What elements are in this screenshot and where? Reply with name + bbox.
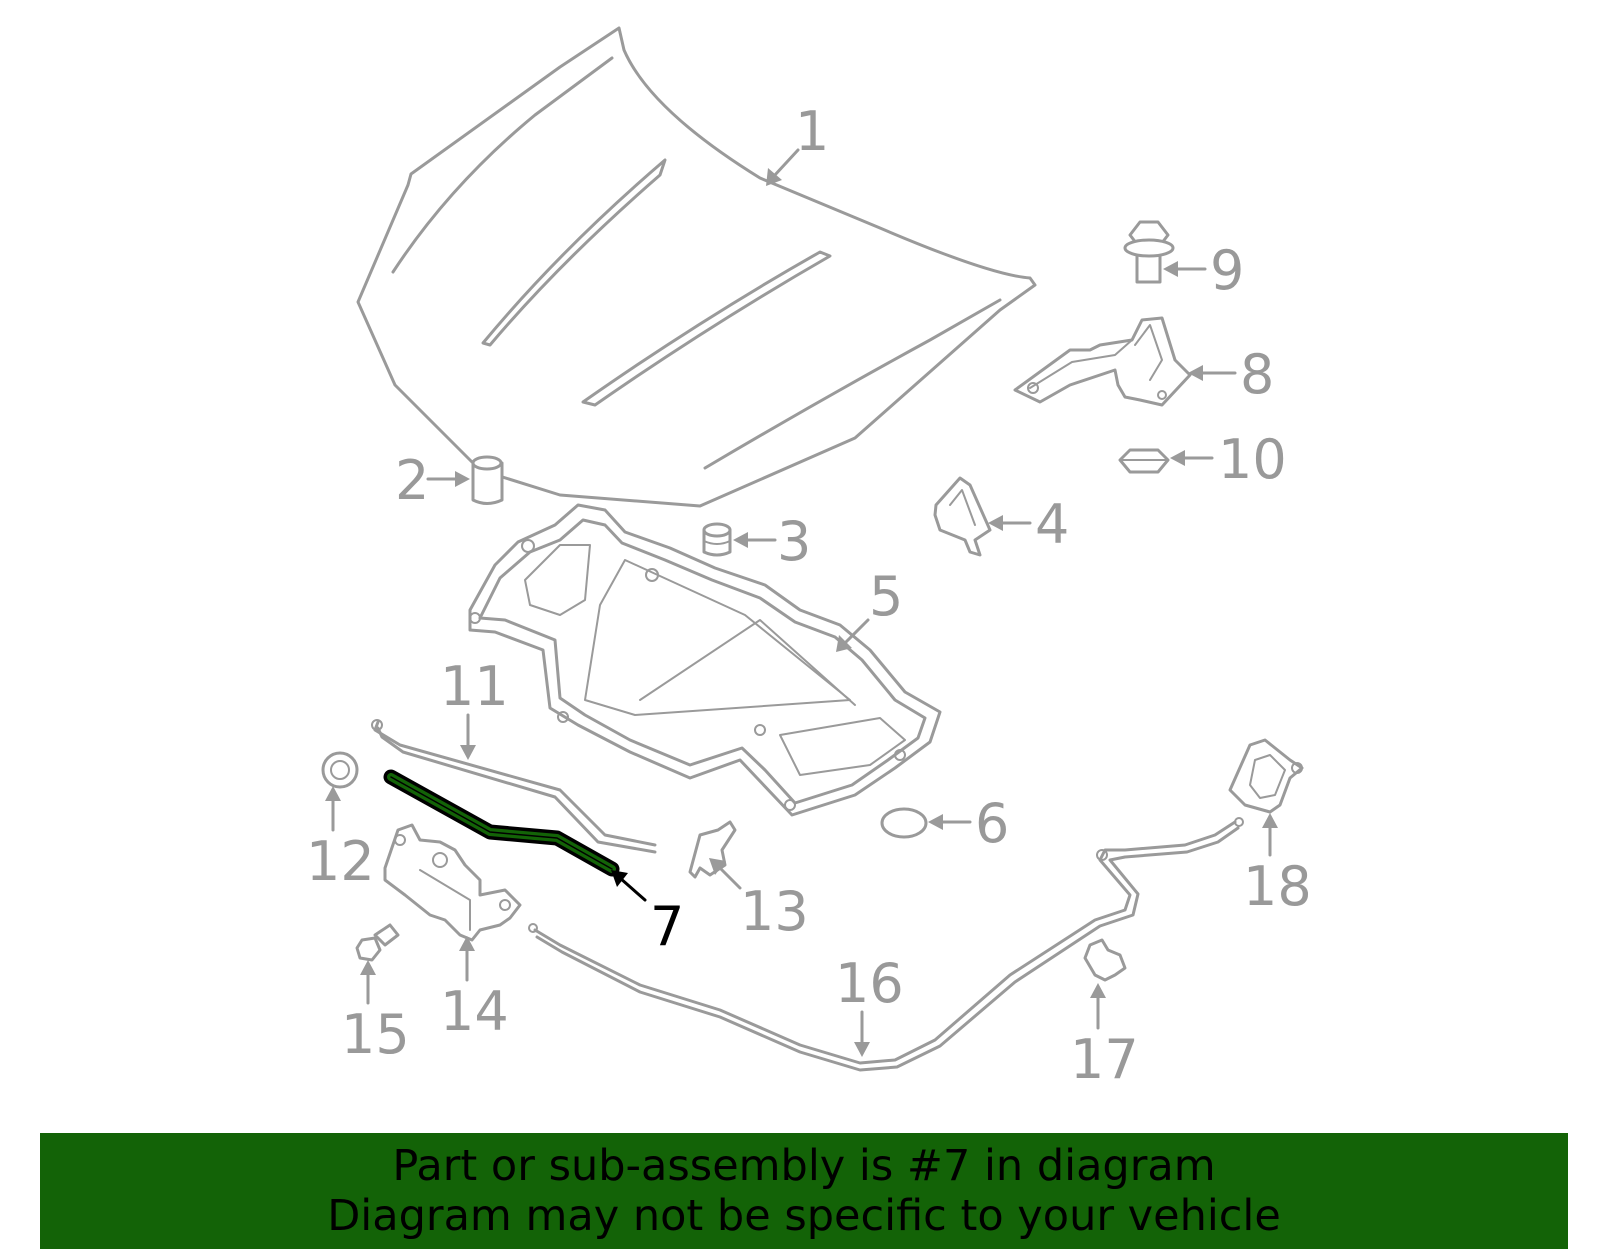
callout-10: 10: [1218, 428, 1287, 491]
release-handle: [1228, 738, 1304, 814]
prop-rod-clip: [321, 751, 359, 789]
leader-lines: [325, 148, 1278, 1057]
grommet-ring: [880, 807, 928, 839]
hinge-nut: [1118, 448, 1170, 474]
info-banner: Part or sub-assembly is #7 in diagram Di…: [40, 1133, 1568, 1249]
callout-8: 8: [1240, 343, 1274, 406]
callout-2: 2: [395, 449, 429, 512]
callout-14: 14: [440, 980, 509, 1043]
callout-7: 7: [650, 895, 684, 958]
callout-labels: 1 2 3 4 5 6 7 8 9 10 11 12 13 14 15 16 1…: [306, 100, 1312, 1091]
release-cable: [528, 817, 1244, 1072]
prop-rod: [371, 719, 657, 854]
banner-line-disclaimer: Diagram may not be specific to your vehi…: [327, 1191, 1281, 1241]
callout-16: 16: [835, 952, 904, 1015]
hood-latch: [383, 823, 522, 942]
callout-11: 11: [440, 655, 509, 718]
hood-insulator: [468, 503, 942, 817]
callout-17: 17: [1070, 1028, 1139, 1091]
grommet: [702, 522, 732, 557]
callout-3: 3: [777, 510, 811, 573]
hinge-bolt: [1123, 220, 1175, 284]
callout-6: 6: [975, 792, 1009, 855]
banner-line-part: Part or sub-assembly is #7 in diagram: [392, 1141, 1216, 1191]
hood-panel: [356, 26, 1037, 508]
hood-bumper: [471, 455, 504, 505]
callout-13: 13: [740, 880, 809, 943]
callout-18: 18: [1243, 855, 1312, 918]
hood-weatherstrip-highlighted: [383, 769, 620, 877]
hood-hinge: [1013, 316, 1192, 407]
latch-bolt: [355, 923, 400, 962]
callout-5: 5: [869, 565, 903, 628]
callout-12: 12: [306, 830, 375, 893]
callout-9: 9: [1210, 239, 1244, 302]
callout-1: 1: [795, 100, 829, 163]
rod-holder: [688, 820, 737, 879]
callout-15: 15: [341, 1003, 410, 1066]
callout-4: 4: [1035, 493, 1069, 556]
bracket: [933, 476, 992, 557]
cable-clip: [1083, 938, 1127, 982]
